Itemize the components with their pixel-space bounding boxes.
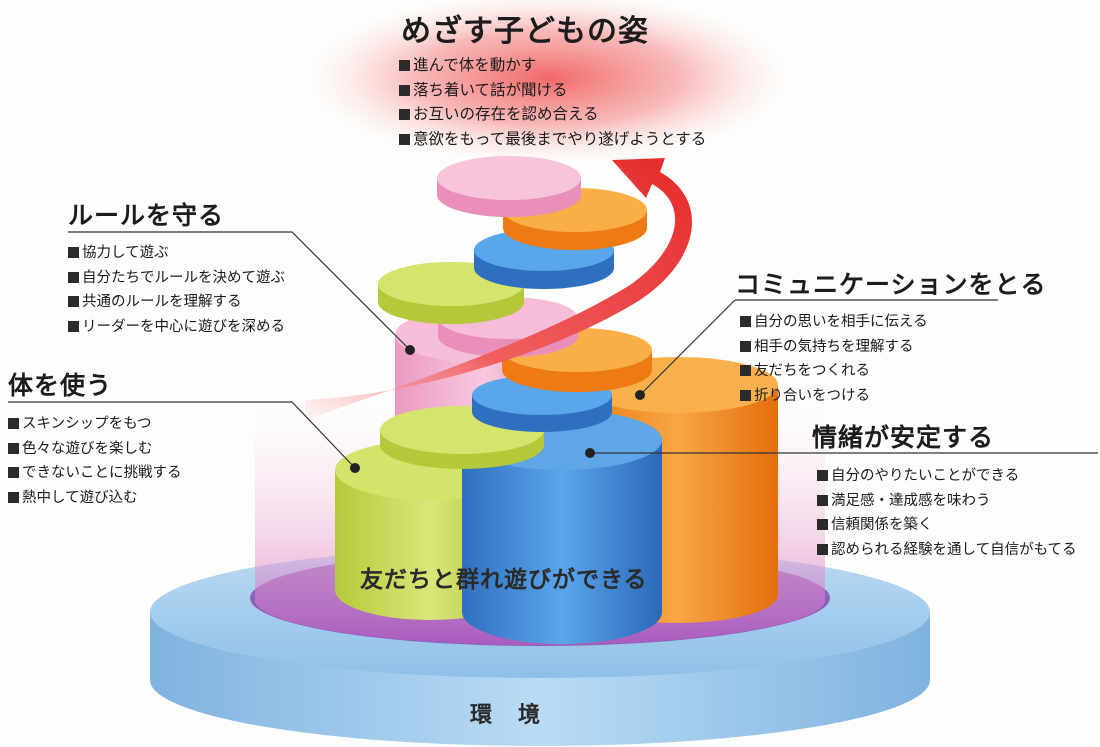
list-item: 認められる経験を通して自信がもてる	[817, 538, 1076, 563]
emotion-title: 情緒が安定する	[812, 423, 995, 452]
body-use-title: 体を使う	[8, 371, 113, 400]
list-item: 自分のやりたいことができる	[817, 464, 1076, 489]
center-label: 友だちと群れ遊びができる	[360, 567, 648, 593]
rules-list: 協力して遊ぶ 自分たちでルールを決めて遊ぶ 共通のルールを理解する リーダーを中…	[68, 241, 285, 339]
bullet-square-icon	[740, 389, 751, 401]
goal-glow	[308, 0, 788, 163]
bullet-square-icon	[399, 84, 410, 96]
bullet-square-icon	[68, 296, 79, 307]
list-item: 自分の思いを相手に伝える	[740, 310, 1047, 335]
list-item: 信頼関係を築く	[817, 513, 1076, 538]
bullet-square-icon	[399, 133, 410, 145]
body-use-list: スキンシップをもつ 色々な遊びを楽しむ できないことに挑戦する 熱中して遊び込む	[8, 412, 182, 510]
emotion-list: 自分のやりたいことができる 満足感・達成感を味わう 信頼関係を築く 認められる経…	[817, 464, 1076, 562]
growth-arrow	[305, 158, 693, 420]
list-item: 意欲をもって最後までやり遂げようとする	[399, 127, 706, 152]
goal-block: めざす子どもの姿 進んで体を動かす 落ち着いて話が聞ける お互いの存在を認め合え…	[399, 6, 706, 151]
bullet-square-icon	[399, 109, 410, 120]
bullet-square-icon	[8, 491, 19, 503]
bullet-square-icon	[740, 365, 751, 376]
goal-title: めざす子どもの姿	[401, 14, 649, 49]
bullet-square-icon	[817, 519, 828, 530]
list-item: お互いの存在を認め合える	[399, 102, 706, 127]
communication-title: コミュニケーションをとる	[735, 270, 1047, 299]
list-item: 満足感・達成感を味わう	[817, 489, 1076, 514]
base-label: 環境	[470, 703, 567, 728]
leader-lines	[8, 231, 1098, 469]
goal-list: 進んで体を動かす 落ち着いて話が聞ける お互いの存在を認め合える 意欲をもって最…	[399, 53, 706, 151]
bullet-square-icon	[8, 442, 19, 454]
list-item: 友だちをつくれる	[740, 359, 1047, 384]
bullet-square-icon	[740, 340, 751, 352]
bullet-square-icon	[817, 543, 828, 555]
leader-dots	[350, 345, 645, 473]
list-item: リーダーを中心に遊びを深める	[68, 315, 285, 340]
rules-block: ルールを守る 協力して遊ぶ 自分たちでルールを決めて遊ぶ 共通のルールを理解する…	[68, 196, 285, 339]
list-item: スキンシップをもつ	[8, 412, 182, 437]
communication-block: コミュニケーションをとる 自分の思いを相手に伝える 相手の気持ちを理解する 友だ…	[735, 265, 1047, 408]
body-use-block: 体を使う スキンシップをもつ 色々な遊びを楽しむ できないことに挑戦する 熱中し…	[8, 366, 182, 510]
bullet-square-icon	[817, 470, 828, 481]
bullet-square-icon	[399, 60, 410, 71]
list-item: 落ち着いて話が聞ける	[399, 78, 706, 103]
communication-list: 自分の思いを相手に伝える 相手の気持ちを理解する 友だちをつくれる 折り合いをつ…	[740, 310, 1047, 408]
bullet-square-icon	[740, 316, 751, 327]
list-item: 相手の気持ちを理解する	[740, 335, 1047, 360]
bullet-square-icon	[8, 467, 19, 478]
list-item: 熱中して遊び込む	[8, 486, 182, 511]
list-item: 折り合いをつける	[740, 384, 1047, 409]
emotion-block: 情緒が安定する 自分のやりたいことができる 満足感・達成感を味わう 信頼関係を築…	[812, 418, 1076, 562]
list-item: 進んで体を動かす	[399, 53, 706, 78]
bullet-square-icon	[68, 320, 79, 332]
list-item: 自分たちでルールを決めて遊ぶ	[68, 266, 285, 291]
bullet-square-icon	[817, 494, 828, 506]
list-item: 共通のルールを理解する	[68, 290, 285, 315]
list-item: 色々な遊びを楽しむ	[8, 437, 182, 462]
bullet-square-icon	[8, 418, 19, 429]
list-item: 協力して遊ぶ	[68, 241, 285, 266]
bullet-square-icon	[68, 271, 79, 283]
pink-disk-top	[437, 156, 581, 217]
rules-title: ルールを守る	[68, 201, 225, 230]
list-item: できないことに挑戦する	[8, 461, 182, 486]
bullet-square-icon	[68, 247, 79, 258]
